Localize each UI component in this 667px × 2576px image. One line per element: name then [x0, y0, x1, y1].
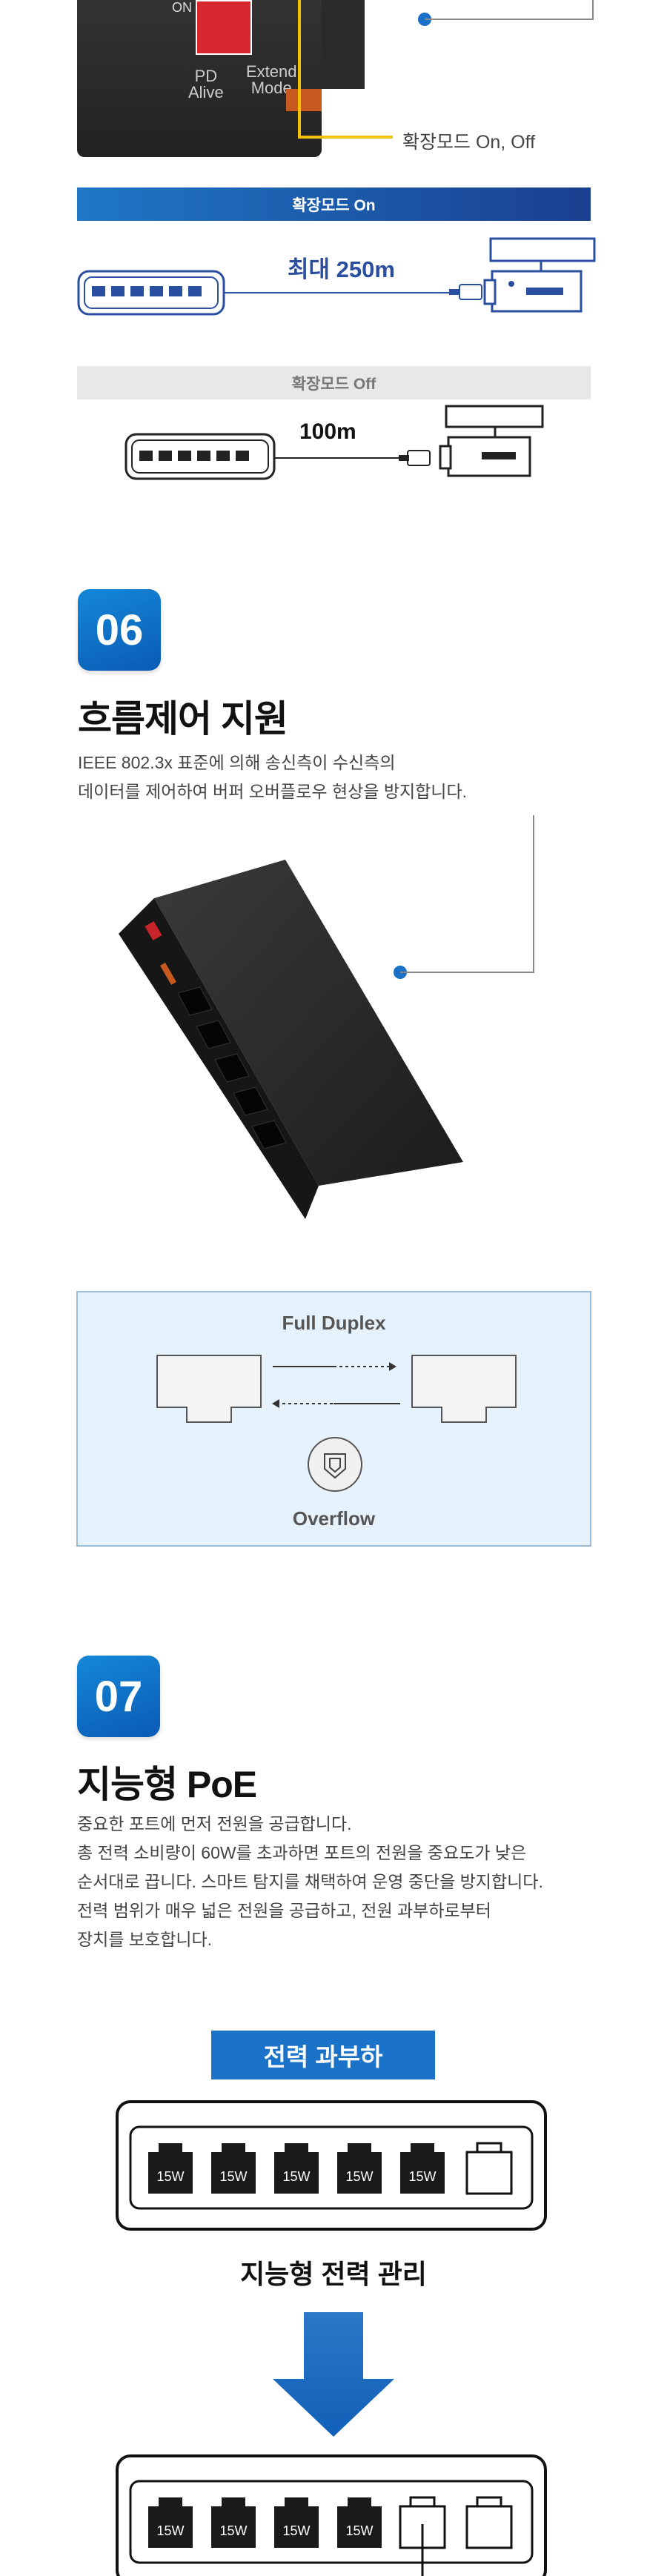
poe-switch-overload: 15W 15W 15W 15W 15W: [116, 2100, 547, 2231]
orange-strip: [286, 89, 322, 111]
section-07-title: 지능형 PoE: [77, 1764, 257, 1805]
device-partial-image: ON PD Alive Extend Mode: [77, 0, 322, 157]
device-side-block: [322, 0, 365, 89]
section-06-desc-line2: 데이터를 제어하여 버퍼 오버플로우 현상을 방지합니다.: [78, 782, 468, 801]
section-07-desc-line: 중요한 포트에 먼저 전원을 공급합니다.: [77, 1814, 352, 1833]
port-label-15w: 15W: [282, 2523, 310, 2538]
section-07-desc-line: 순서대로 끕니다. 스마트 탐지를 채택하여 운영 중단을 방지합니다.: [77, 1872, 543, 1891]
extend-on-distance: 최대 250m: [288, 256, 395, 282]
overload-banner: 전력 과부하: [211, 2031, 435, 2079]
extend-mode-callout: 확장모드 On, Off: [402, 132, 536, 153]
section-06-badge: 06: [78, 589, 161, 671]
section-07-desc-line: 전력 범위가 매우 넓은 전원을 공급하고, 전원 과부하로부터: [77, 1901, 491, 1920]
extend-mode-on-banner: 확장모드 On: [77, 187, 591, 221]
switch-product-image: [119, 815, 534, 1219]
full-duplex-panel: Full Duplex Overflow: [76, 1291, 591, 1547]
full-duplex-diagram: [156, 1355, 517, 1492]
down-arrow-icon: [273, 2312, 394, 2437]
extend-on-diagram: [77, 237, 596, 316]
extend-off-distance: 100m: [299, 419, 356, 444]
overflow-label: Overflow: [292, 1507, 376, 1530]
on-label: ON: [172, 0, 192, 15]
port-label-15w: 15W: [282, 2169, 310, 2184]
full-duplex-title: Full Duplex: [282, 1312, 386, 1334]
port-label-15w: 15W: [345, 2523, 373, 2538]
section-07-badge: 07: [77, 1656, 160, 1737]
section-07-desc-line: 총 전력 소비량이 60W를 초과하면 포트의 전원을 중요도가 낮은: [77, 1843, 527, 1862]
extend-off-diagram: [125, 405, 544, 480]
section-06-desc-line1: IEEE 802.3x 표준에 의해 송신측이 수신측의: [78, 753, 396, 772]
section-07-desc: 중요한 포트에 먼저 전원을 공급합니다. 총 전력 소비량이 60W를 초과하…: [77, 1810, 543, 1954]
section-07-desc-line: 장치를 보호합니다.: [77, 1930, 213, 1949]
dip-switch: [196, 0, 252, 55]
port-label-15w: 15W: [408, 2169, 436, 2184]
pd-alive-label: PD Alive: [188, 67, 224, 102]
section-06-title: 흐름제어 지원: [78, 698, 288, 740]
extend-mode-off-banner: 확장모드 Off: [77, 366, 591, 399]
extend-mode-label: Extend Mode: [246, 62, 297, 97]
port-label-15w: 15W: [219, 2523, 247, 2538]
intelligent-power-caption: 지능형 전력 관리: [240, 2259, 427, 2289]
port-label-15w: 15W: [345, 2169, 373, 2184]
port-group: [148, 2142, 513, 2195]
poe-switch-managed: 15W 15W 15W 15W: [116, 2454, 547, 2576]
callout-lines: [298, 0, 594, 139]
port-label-15w: 15W: [156, 2523, 184, 2538]
port-label-15w: 15W: [219, 2169, 247, 2184]
port-label-15w: 15W: [156, 2169, 184, 2184]
